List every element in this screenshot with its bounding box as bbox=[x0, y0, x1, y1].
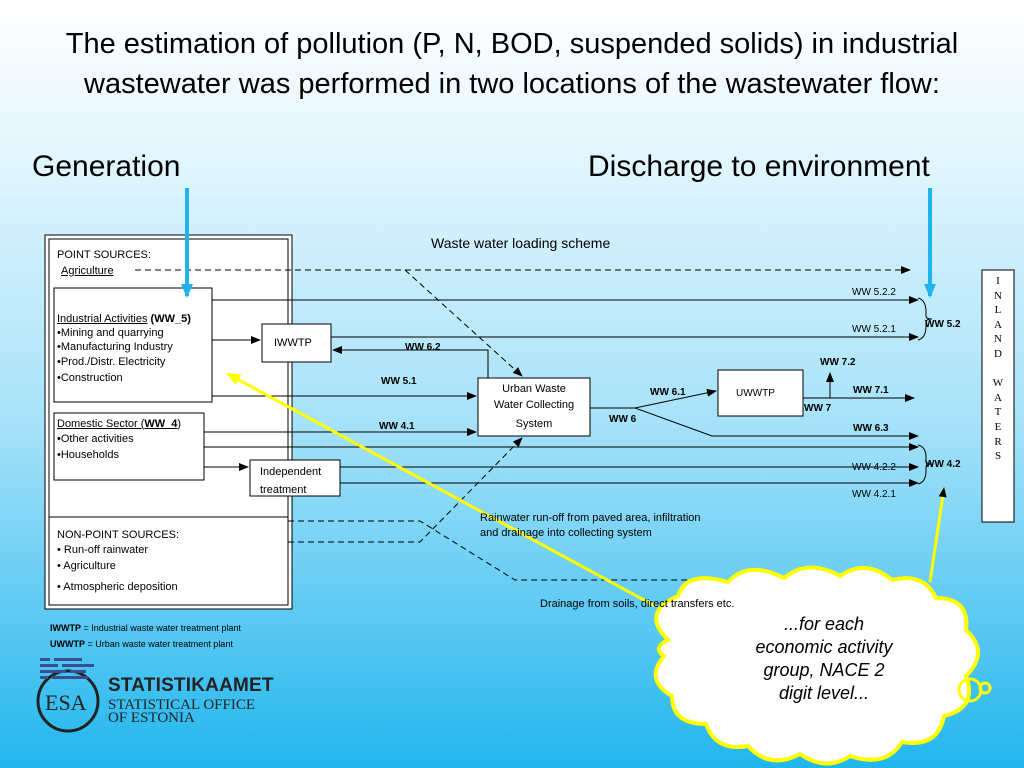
drainage-label: Drainage from soils, direct transfers et… bbox=[540, 598, 735, 610]
industrial-item: •Construction bbox=[57, 372, 123, 384]
ww-5-2-label: WW 5.2 bbox=[925, 319, 961, 330]
non-point-heading: NON-POINT SOURCES: bbox=[57, 529, 180, 541]
agriculture-label: Agriculture bbox=[61, 265, 114, 277]
discharge-label: Discharge to environment bbox=[588, 150, 930, 183]
inland-waters-box bbox=[981, 269, 1015, 523]
ww-4-1-label: WW 4.1 bbox=[379, 421, 415, 432]
ww-4-2-2-label: WW 4.2.2 bbox=[852, 462, 896, 473]
independent-box bbox=[249, 459, 341, 497]
urban-label-2: Water Collecting bbox=[493, 399, 575, 411]
ww-5-2-2-label: WW 5.2.2 bbox=[852, 287, 896, 298]
logo-bar bbox=[40, 664, 58, 667]
logo-bar bbox=[40, 670, 66, 673]
callout-line-generation bbox=[226, 372, 656, 608]
legend: IWWTP = Industrial waste water treatment… bbox=[50, 620, 241, 652]
non-point-item: • Run-off rainwater bbox=[57, 544, 149, 556]
logo-bar bbox=[40, 676, 48, 679]
uwwtp-box bbox=[717, 369, 804, 417]
ww-4-2-label: WW 4.2 bbox=[925, 459, 961, 470]
rainwater-label-2: and drainage into collecting system bbox=[480, 527, 652, 539]
ww-5-2-brace bbox=[917, 297, 933, 341]
logo-bar bbox=[52, 676, 88, 679]
ww-6-2-arrow bbox=[332, 346, 489, 378]
domestic-item: •Other activities bbox=[57, 433, 134, 445]
ww-6-1-arrow bbox=[634, 388, 717, 409]
ww-6-3-arrow bbox=[634, 407, 919, 440]
cloud-bubble-small bbox=[978, 681, 992, 695]
ww-6-1-label: WW 6.1 bbox=[650, 387, 686, 398]
slide-title: The estimation of pollution (P, N, BOD, … bbox=[65, 28, 959, 100]
ww-6-3-label: WW 6.3 bbox=[853, 423, 889, 434]
urban-label-1: Urban Waste bbox=[502, 383, 566, 395]
iwwtp-label: IWWTP bbox=[274, 337, 312, 349]
ww-7-2-label: WW 7.2 bbox=[820, 357, 856, 368]
scheme-title: Waste water loading scheme bbox=[431, 235, 611, 251]
logo-of-estonia: OF ESTONIA bbox=[108, 710, 195, 726]
point-sources-heading: POINT SOURCES: bbox=[57, 249, 151, 261]
generation-label: Generation bbox=[32, 150, 181, 183]
domestic-heading: Domestic Sector (WW_4) bbox=[57, 418, 182, 430]
logo-esa-letters: ESA bbox=[45, 690, 87, 715]
rainwater-dashed-arrow bbox=[288, 437, 523, 543]
inland-waters-label: I N L A N D W A T E R S bbox=[992, 275, 1004, 463]
esa-logo-ring bbox=[36, 669, 100, 733]
industrial-box bbox=[53, 287, 213, 403]
non-point-item: • Agriculture bbox=[57, 560, 116, 572]
urban-box bbox=[477, 377, 591, 437]
legend-uwwtp: UWWTP = Urban waste water treatment plan… bbox=[50, 639, 233, 649]
callout-cloud bbox=[653, 565, 980, 766]
domestic-box bbox=[53, 412, 205, 481]
ww-5-2-1-label: WW 5.2.1 bbox=[852, 324, 896, 335]
ww-4-2-1-label: WW 4.2.1 bbox=[852, 489, 896, 500]
non-point-item: • Atmospheric deposition bbox=[57, 581, 178, 593]
ww-6-2-label: WW 6.2 bbox=[405, 342, 441, 353]
ww-5-1-label: WW 5.1 bbox=[381, 376, 417, 387]
agriculture-to-urban-arrow bbox=[404, 269, 523, 377]
logo-bar bbox=[40, 658, 50, 661]
urban-label-3: System bbox=[515, 418, 553, 430]
logo-statistical-office: STATISTICAL OFFICE bbox=[108, 697, 256, 713]
domestic-item: •Households bbox=[57, 449, 119, 461]
logo-statistikaamet: STATISTIKAAMET bbox=[108, 675, 274, 696]
independent-label-1: Independent bbox=[260, 466, 322, 478]
industrial-item: •Mining and quarrying bbox=[57, 327, 164, 339]
ww-4-2-brace bbox=[917, 444, 933, 485]
logo-bar bbox=[62, 664, 94, 667]
logo-bar bbox=[70, 670, 86, 673]
legend-iwwtp: IWWTP = Industrial waste water treatment… bbox=[50, 623, 241, 633]
independent-label-2: treatment bbox=[260, 484, 307, 496]
ww-7-1-label: WW 7.1 bbox=[853, 385, 889, 396]
industrial-heading: Industrial Activities (WW_5) bbox=[57, 313, 191, 325]
industrial-item: •Prod./Distr. Electricity bbox=[57, 356, 166, 368]
logo-bar bbox=[54, 658, 82, 661]
ww-6-label: WW 6 bbox=[609, 414, 637, 425]
callout-line-discharge bbox=[928, 487, 947, 583]
callout-text: ...for each economic activity group, NAC… bbox=[755, 614, 893, 703]
industrial-item: •Manufacturing Industry bbox=[57, 341, 173, 353]
rainwater-label-1: Rainwater run-off from paved area, infil… bbox=[480, 512, 701, 524]
iwwtp-box bbox=[261, 323, 332, 363]
ww-7-label: WW 7 bbox=[804, 403, 832, 414]
uwwtp-label: UWWTP bbox=[736, 388, 775, 399]
